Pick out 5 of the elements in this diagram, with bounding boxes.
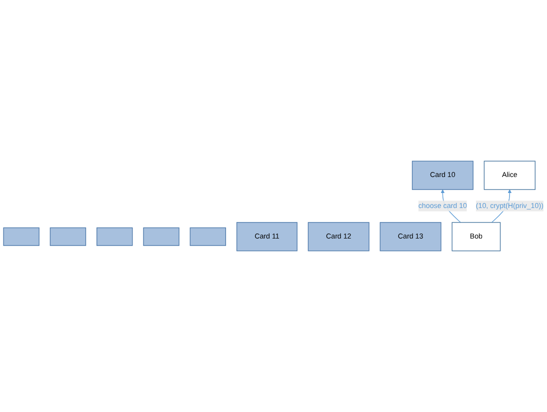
node-box [96,227,133,246]
node-box [50,227,86,246]
node-box [143,227,180,246]
node-box [3,227,40,246]
node-box [190,227,226,246]
